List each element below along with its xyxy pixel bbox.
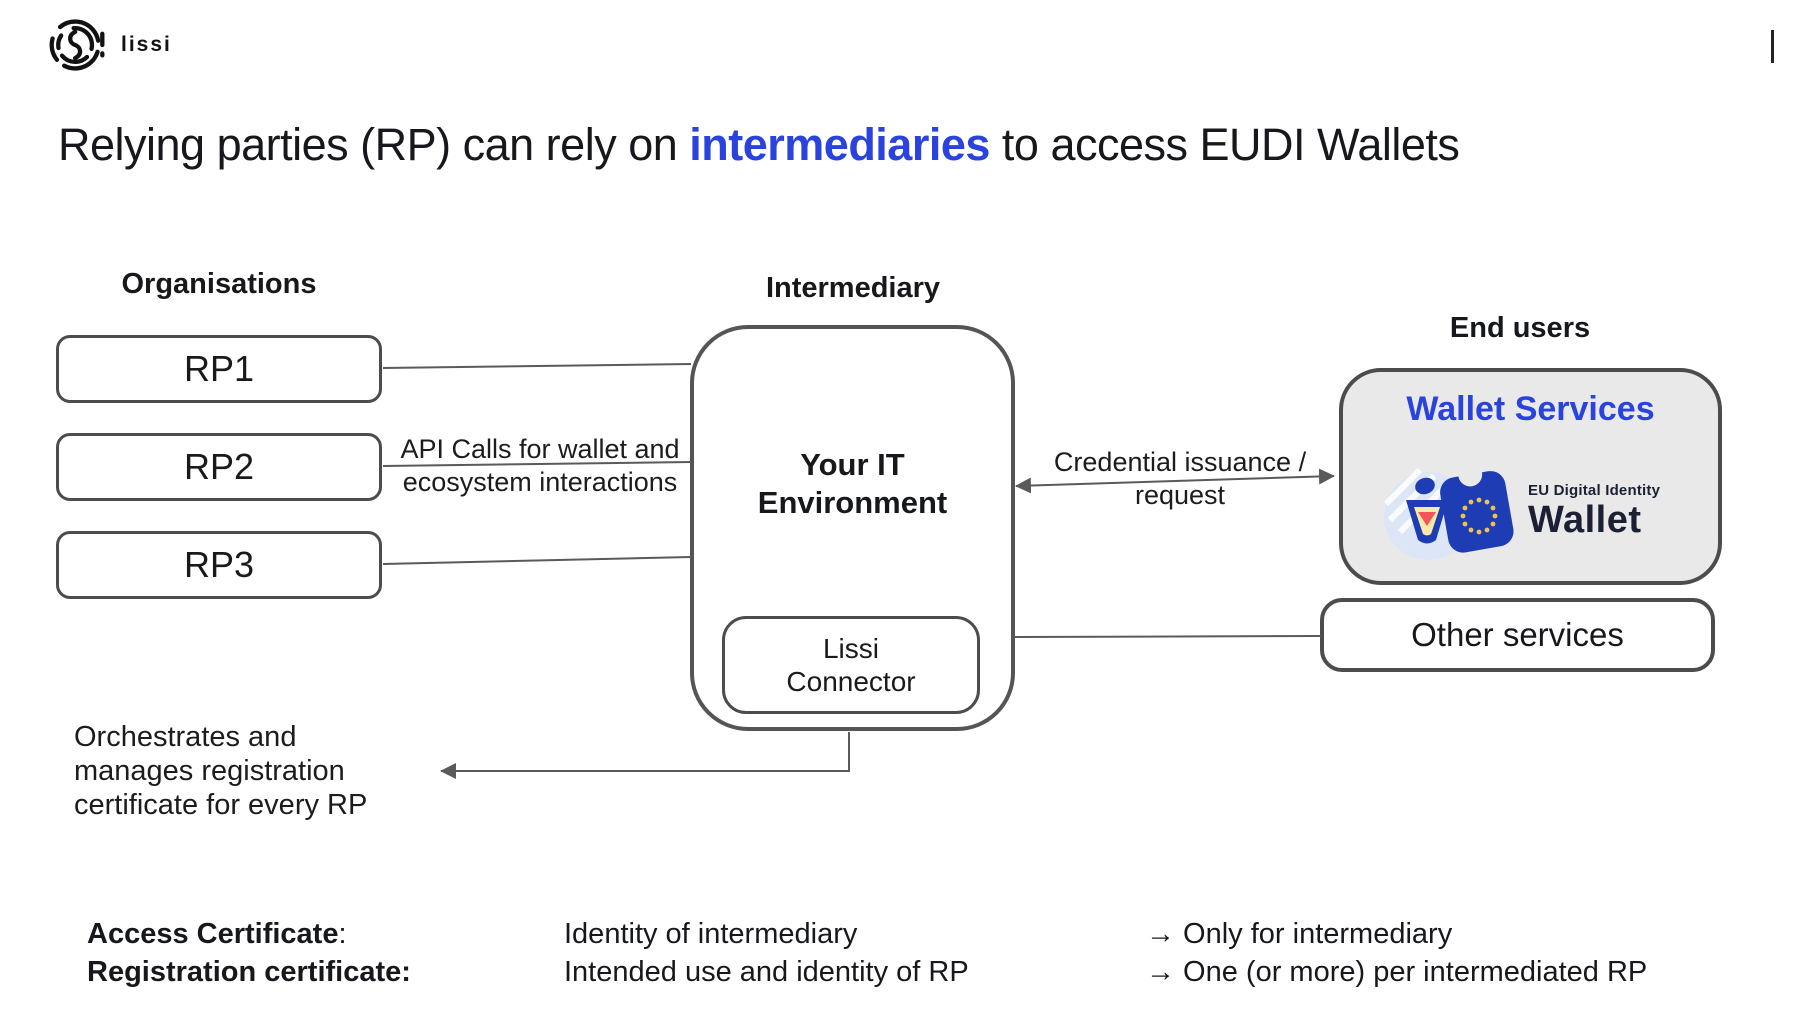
wire-rp1-intermediary (382, 363, 692, 369)
fingerprint-icon (49, 19, 105, 71)
brand-logo: lissi (47, 13, 172, 77)
other-services-node: Other services (1320, 598, 1715, 672)
text-cursor-bar (1771, 30, 1774, 63)
wire-rp3-intermediary (382, 556, 692, 565)
credential-label-line1: Credential issuance / (1053, 447, 1307, 477)
rp2-node: RP2 (56, 433, 382, 501)
rp3-label: RP3 (183, 544, 255, 585)
credential-label-line2: request (1134, 480, 1226, 510)
api-calls-label-line1: API Calls for wallet and (400, 434, 680, 464)
orchestrates-line2: manages registration (74, 755, 345, 787)
legend-row2-definition: Intended use and identity of RP (564, 956, 969, 988)
other-services-label: Other services (1411, 616, 1624, 653)
legend-row2-term: Registration certificate: (87, 956, 411, 988)
title-highlight: intermediaries (689, 119, 990, 170)
legend-row1-note: → Only for intermediary (1146, 918, 1453, 950)
it-environment-label: Your IT Environment (690, 446, 1015, 522)
eudi-wallet-wordmark: EU Digital Identity Wallet (1528, 482, 1660, 542)
end-users-heading: End users (1449, 312, 1591, 344)
rp1-node: RP1 (56, 335, 382, 403)
api-calls-label-line2: ecosystem interactions (402, 467, 678, 497)
organisations-heading: Organisations (121, 268, 317, 300)
eudi-wordmark-line2: Wallet (1528, 499, 1642, 541)
orchestrates-note: Orchestrates and manages registration ce… (74, 720, 367, 822)
lissi-connector-line1: Lissi (822, 633, 879, 664)
legend-row2-note: → One (or more) per intermediated RP (1146, 956, 1648, 988)
it-environment-label-line1: Your IT (800, 447, 905, 482)
rp2-label: RP2 (183, 446, 255, 487)
title-pre: Relying parties (RP) can rely on (58, 119, 690, 170)
lissi-connector-line2: Connector (786, 666, 916, 697)
wallet-services-label: Wallet Services (1406, 390, 1655, 428)
legend-row1-term: Access Certificate: (87, 918, 347, 950)
lissi-connector-node: Lissi Connector (722, 616, 980, 714)
eudi-wordmark-line1: EU Digital Identity (1528, 482, 1661, 499)
slide-title: Relying parties (RP) can rely on interme… (58, 118, 1460, 172)
legend-row1-definition: Identity of intermediary (564, 918, 858, 950)
orchestrates-line3: certificate for every RP (74, 789, 368, 821)
rp3-node: RP3 (56, 531, 382, 599)
intermediary-heading: Intermediary (765, 272, 941, 304)
orchestrates-line1: Orchestrates and (74, 721, 297, 753)
it-environment-label-line2: Environment (757, 485, 948, 520)
brand-name: lissi (121, 33, 172, 56)
wire-orchestrates-arrow (440, 732, 850, 779)
wire-other-services (1013, 635, 1322, 638)
title-post: to access EUDI Wallets (989, 119, 1460, 170)
rp1-label: RP1 (183, 348, 255, 389)
